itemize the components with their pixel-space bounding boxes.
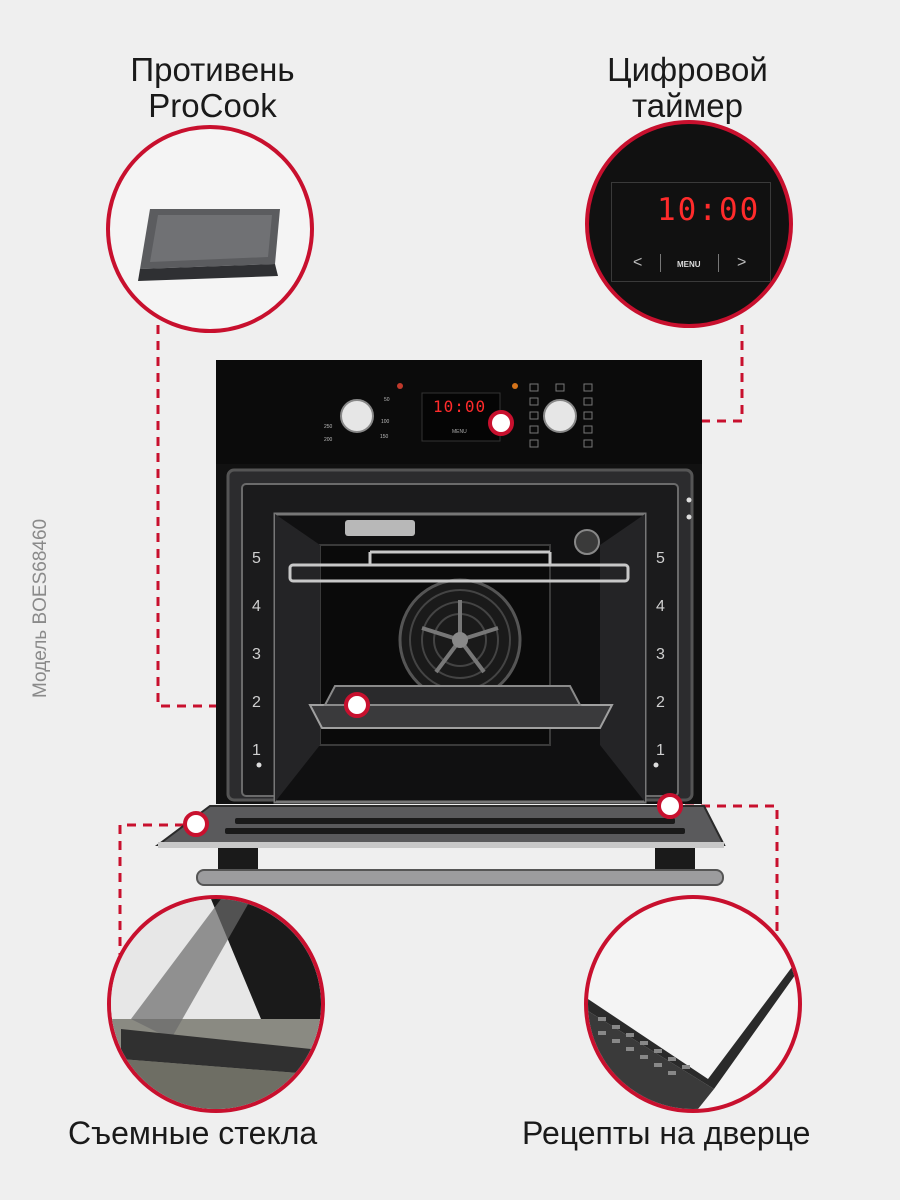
timer-marker-dot — [488, 410, 514, 436]
rack-level-left-5: 5 — [252, 550, 261, 567]
rack-level-right-2: 2 — [656, 694, 665, 711]
panel-display — [421, 392, 501, 442]
wire-rack — [288, 550, 630, 583]
baking-tray-in-oven — [308, 685, 614, 729]
removable-glass-icon — [111, 899, 321, 1109]
tray-marker-dot — [344, 692, 370, 718]
rack-level-right-5: 5 — [656, 550, 665, 567]
rack-level-left-2: 2 — [252, 694, 261, 711]
glass-feature-circle — [107, 895, 325, 1113]
tray-feature-title: Противень ProCook — [130, 51, 295, 124]
oven-door — [155, 805, 726, 846]
timer-feature-title: Цифровой таймер — [607, 51, 768, 124]
timer-feature-circle: 10:00 < MENU > — [585, 120, 793, 328]
rack-level-right-4: 4 — [656, 598, 665, 615]
temp-mark-200: 200 — [324, 437, 333, 443]
recipes-feature-title: Рецепты на дверце — [522, 1115, 811, 1151]
rack-level-right-3: 3 — [656, 646, 665, 663]
timer-display-time: 10:00 — [657, 192, 761, 228]
timer-menu-button[interactable]: MENU — [677, 260, 701, 269]
temp-mark-250: 250 — [324, 424, 333, 430]
recipes-marker-dot — [657, 793, 683, 819]
rack-level-right-1: 1 — [656, 742, 665, 759]
temperature-knob — [340, 399, 374, 433]
door-handle — [196, 869, 724, 886]
panel-display-time: 10:00 — [433, 397, 487, 416]
convection-fan — [398, 578, 522, 702]
glass-marker-dot — [183, 811, 209, 837]
baking-tray-icon — [138, 209, 280, 281]
tray-feature-circle — [106, 125, 314, 333]
mode-knob — [543, 399, 577, 433]
timer-prev-button[interactable]: < — [633, 254, 643, 271]
rack-level-left-3: 3 — [252, 646, 261, 663]
panel-menu-label: MENU — [452, 429, 467, 435]
glass-feature-title: Съемные стекла — [68, 1115, 318, 1151]
temp-mark-50: 50 — [384, 397, 390, 403]
timer-next-button[interactable]: > — [737, 254, 747, 271]
temp-mark-100: 100 — [381, 419, 390, 425]
recipes-feature-circle — [584, 895, 802, 1113]
recipes-door-icon — [588, 959, 798, 1109]
rack-level-left-4: 4 — [252, 598, 261, 615]
rack-level-left-1: 1 — [252, 742, 261, 759]
temp-mark-150: 150 — [380, 434, 389, 440]
